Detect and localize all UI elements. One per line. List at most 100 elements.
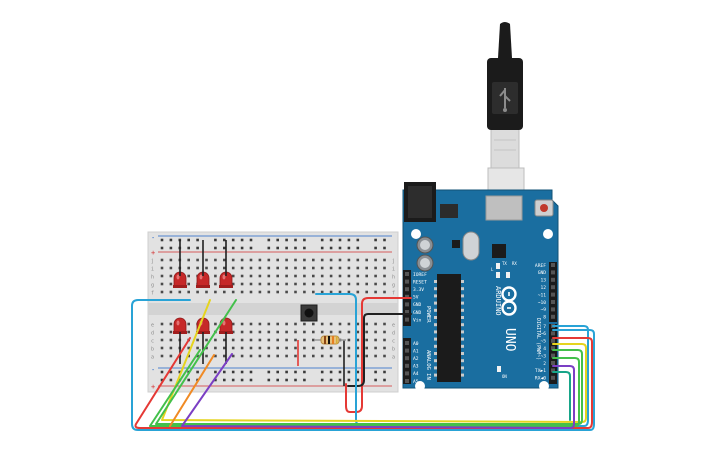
header-pin[interactable] [551, 368, 555, 373]
breadboard-hole[interactable] [329, 322, 333, 326]
rail-hole[interactable] [347, 246, 351, 250]
breadboard-hole[interactable] [160, 282, 164, 286]
rail-hole[interactable] [187, 246, 190, 250]
breadboard-hole[interactable] [312, 330, 315, 334]
breadboard-hole[interactable] [383, 346, 386, 350]
header-pin[interactable] [551, 338, 555, 343]
led[interactable] [196, 271, 210, 288]
breadboard-hole[interactable] [285, 290, 288, 294]
rail-hole[interactable] [276, 370, 279, 374]
breadboard-hole[interactable] [223, 346, 226, 350]
rail-hole[interactable] [160, 370, 164, 374]
breadboard-hole[interactable] [258, 346, 262, 350]
usb-cable[interactable] [487, 22, 525, 217]
breadboard-hole[interactable] [329, 290, 333, 294]
rail-hole[interactable] [267, 238, 271, 242]
rail-hole[interactable] [249, 378, 253, 382]
breadboard-hole[interactable] [303, 330, 306, 334]
breadboard-hole[interactable] [365, 346, 368, 350]
breadboard-hole[interactable] [374, 266, 377, 270]
breadboard-hole[interactable] [338, 282, 342, 286]
rail-hole[interactable] [169, 378, 173, 382]
header-pin[interactable] [551, 314, 555, 319]
rail-hole[interactable] [160, 246, 164, 250]
breadboard-hole[interactable] [276, 346, 279, 350]
led[interactable] [173, 271, 187, 288]
breadboard-hole[interactable] [169, 354, 173, 358]
rail-hole[interactable] [383, 246, 386, 250]
breadboard-hole[interactable] [276, 354, 279, 358]
breadboard-hole[interactable] [320, 290, 324, 294]
header-pin[interactable] [405, 371, 409, 376]
breadboard-hole[interactable] [160, 346, 164, 350]
breadboard-hole[interactable] [347, 330, 351, 334]
breadboard-hole[interactable] [329, 330, 333, 334]
breadboard-hole[interactable] [320, 282, 324, 286]
breadboard-hole[interactable] [312, 322, 315, 326]
rail-hole[interactable] [338, 378, 342, 382]
breadboard-hole[interactable] [267, 322, 271, 326]
header-pin[interactable] [551, 346, 555, 351]
rail-hole[interactable] [214, 378, 217, 382]
breadboard-hole[interactable] [196, 258, 199, 262]
rail-hole[interactable] [374, 370, 377, 374]
breadboard-hole[interactable] [383, 258, 386, 262]
breadboard-hole[interactable] [214, 290, 217, 294]
header-pin[interactable] [551, 263, 555, 267]
breadboard-hole[interactable] [347, 354, 351, 358]
rail-hole[interactable] [329, 378, 333, 382]
breadboard-hole[interactable] [214, 346, 217, 350]
breadboard-hole[interactable] [267, 266, 271, 270]
breadboard-hole[interactable] [285, 274, 288, 278]
rail-hole[interactable] [374, 246, 377, 250]
breadboard-hole[interactable] [276, 338, 279, 342]
header-pin[interactable] [551, 361, 555, 365]
breadboard-hole[interactable] [312, 290, 315, 294]
breadboard-hole[interactable] [285, 330, 288, 334]
breadboard-hole[interactable] [240, 330, 244, 334]
breadboard-hole[interactable] [303, 282, 306, 286]
breadboard-hole[interactable] [196, 338, 199, 342]
rail-hole[interactable] [267, 246, 271, 250]
breadboard-hole[interactable] [196, 290, 199, 294]
header-pin[interactable] [405, 310, 409, 314]
breadboard-hole[interactable] [214, 258, 217, 262]
breadboard-hole[interactable] [258, 338, 262, 342]
breadboard-hole[interactable] [374, 354, 377, 358]
breadboard-hole[interactable] [231, 290, 235, 294]
rail-hole[interactable] [276, 378, 279, 382]
breadboard-hole[interactable] [303, 322, 306, 326]
header-pin[interactable] [551, 292, 555, 297]
breadboard-hole[interactable] [294, 290, 297, 294]
breadboard-hole[interactable] [338, 346, 342, 350]
rail-hole[interactable] [160, 378, 164, 382]
breadboard-hole[interactable] [214, 322, 217, 326]
rail-hole[interactable] [329, 238, 333, 242]
rail-hole[interactable] [383, 370, 386, 374]
rail-hole[interactable] [240, 378, 244, 382]
breadboard-hole[interactable] [240, 258, 244, 262]
breadboard-hole[interactable] [160, 322, 164, 326]
breadboard-hole[interactable] [258, 282, 262, 286]
breadboard-hole[interactable] [294, 282, 297, 286]
breadboard-hole[interactable] [329, 346, 333, 350]
breadboard-hole[interactable] [258, 274, 262, 278]
header-pin[interactable] [551, 353, 555, 358]
breadboard-hole[interactable] [258, 322, 262, 326]
breadboard-hole[interactable] [338, 258, 342, 262]
breadboard-hole[interactable] [160, 338, 164, 342]
rail-hole[interactable] [285, 246, 288, 250]
breadboard-hole[interactable] [365, 274, 368, 278]
breadboard-hole[interactable] [196, 354, 199, 358]
rail-hole[interactable] [320, 246, 324, 250]
breadboard-hole[interactable] [338, 290, 342, 294]
header-pin[interactable] [405, 348, 409, 353]
header-pin[interactable] [405, 272, 409, 276]
breadboard-hole[interactable] [356, 274, 360, 278]
header-pin[interactable] [405, 379, 409, 383]
breadboard-hole[interactable] [320, 274, 324, 278]
rail-hole[interactable] [276, 246, 279, 250]
rail-hole[interactable] [249, 370, 253, 374]
breadboard-hole[interactable] [347, 274, 351, 278]
